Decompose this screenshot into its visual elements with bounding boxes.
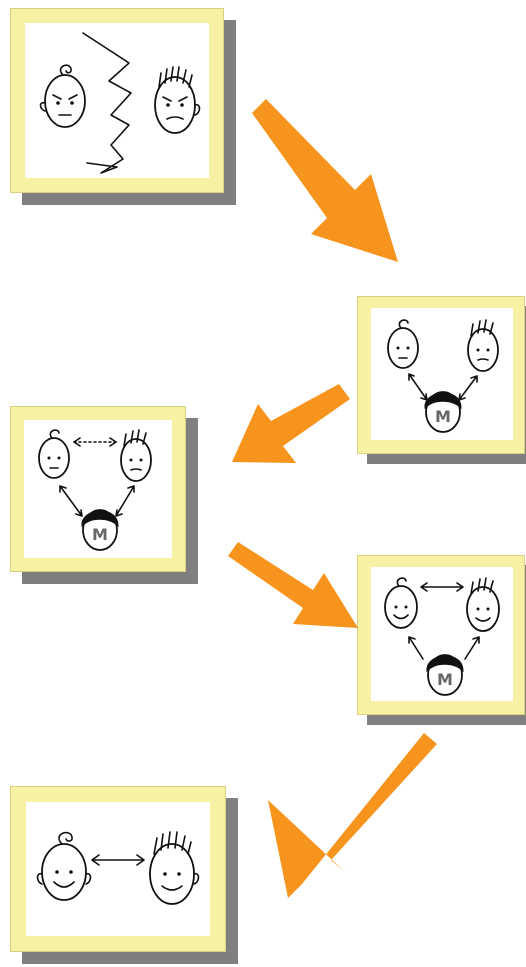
arrow-left-down-icon [232, 384, 350, 463]
arrow-left-down-icon [268, 733, 437, 898]
arrow-right-down-icon [252, 99, 398, 262]
arrow-right-down-icon [228, 542, 358, 628]
